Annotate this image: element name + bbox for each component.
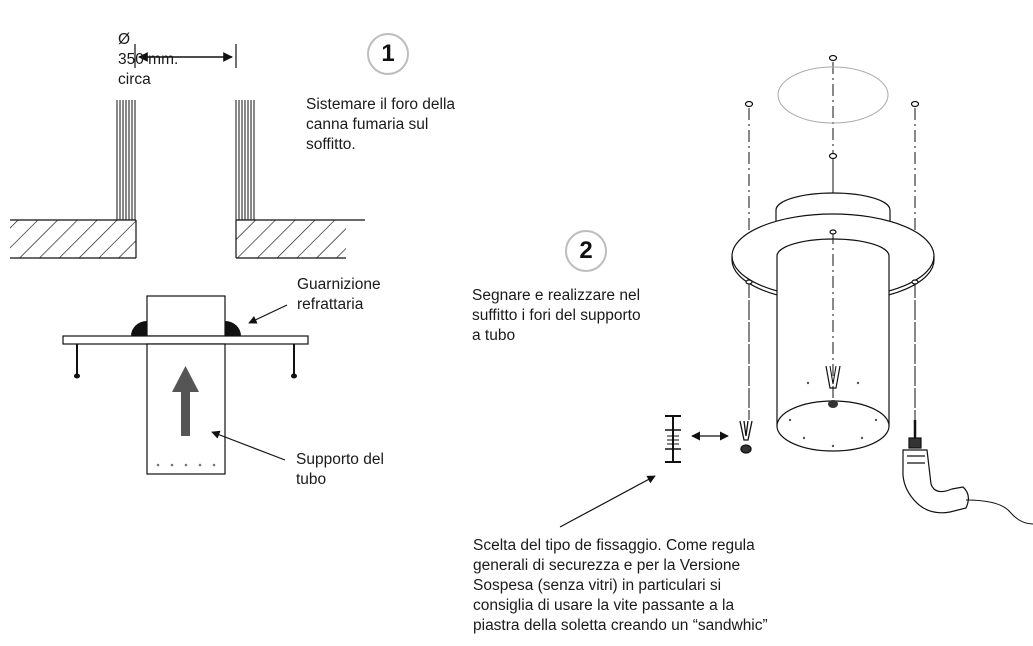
dimension-line [134, 44, 237, 68]
screw-icon [291, 344, 297, 379]
dimension-suffix: circa [118, 71, 151, 88]
through-bolt-icon [665, 415, 681, 463]
dimension-label: Ø 350 mm. circa [118, 10, 178, 90]
flue-wall-right [235, 100, 255, 220]
wall-anchor-icon [739, 420, 753, 454]
gasket-label: Guarnizione refrattaria [297, 276, 381, 313]
step-2-text: Segnare e realizzare nel suffitto i fori… [472, 287, 641, 344]
dimension-value: 350 mm. [118, 51, 179, 68]
drill-icon [902, 420, 1033, 525]
fixing-note: Scelta del tipo de fissaggio. Come regul… [473, 537, 768, 634]
pipe-support-assembly [62, 295, 309, 475]
support-label: Supporto del tubo [296, 451, 384, 488]
arrow-up-icon [172, 366, 199, 436]
ceiling-section [10, 219, 365, 259]
step-2-badge: 2 [565, 230, 607, 272]
step-1-badge: 1 [367, 33, 409, 75]
flue-wall-left [116, 100, 136, 220]
diameter-symbol: Ø [118, 31, 131, 48]
screw-icon [74, 344, 80, 379]
support-leader [211, 430, 286, 461]
gasket-leader [248, 304, 288, 324]
canopy-assembly [731, 54, 935, 452]
fixing-leader [559, 475, 656, 528]
step-1-text: Sistemare il foro della canna fumaria su… [306, 96, 456, 153]
